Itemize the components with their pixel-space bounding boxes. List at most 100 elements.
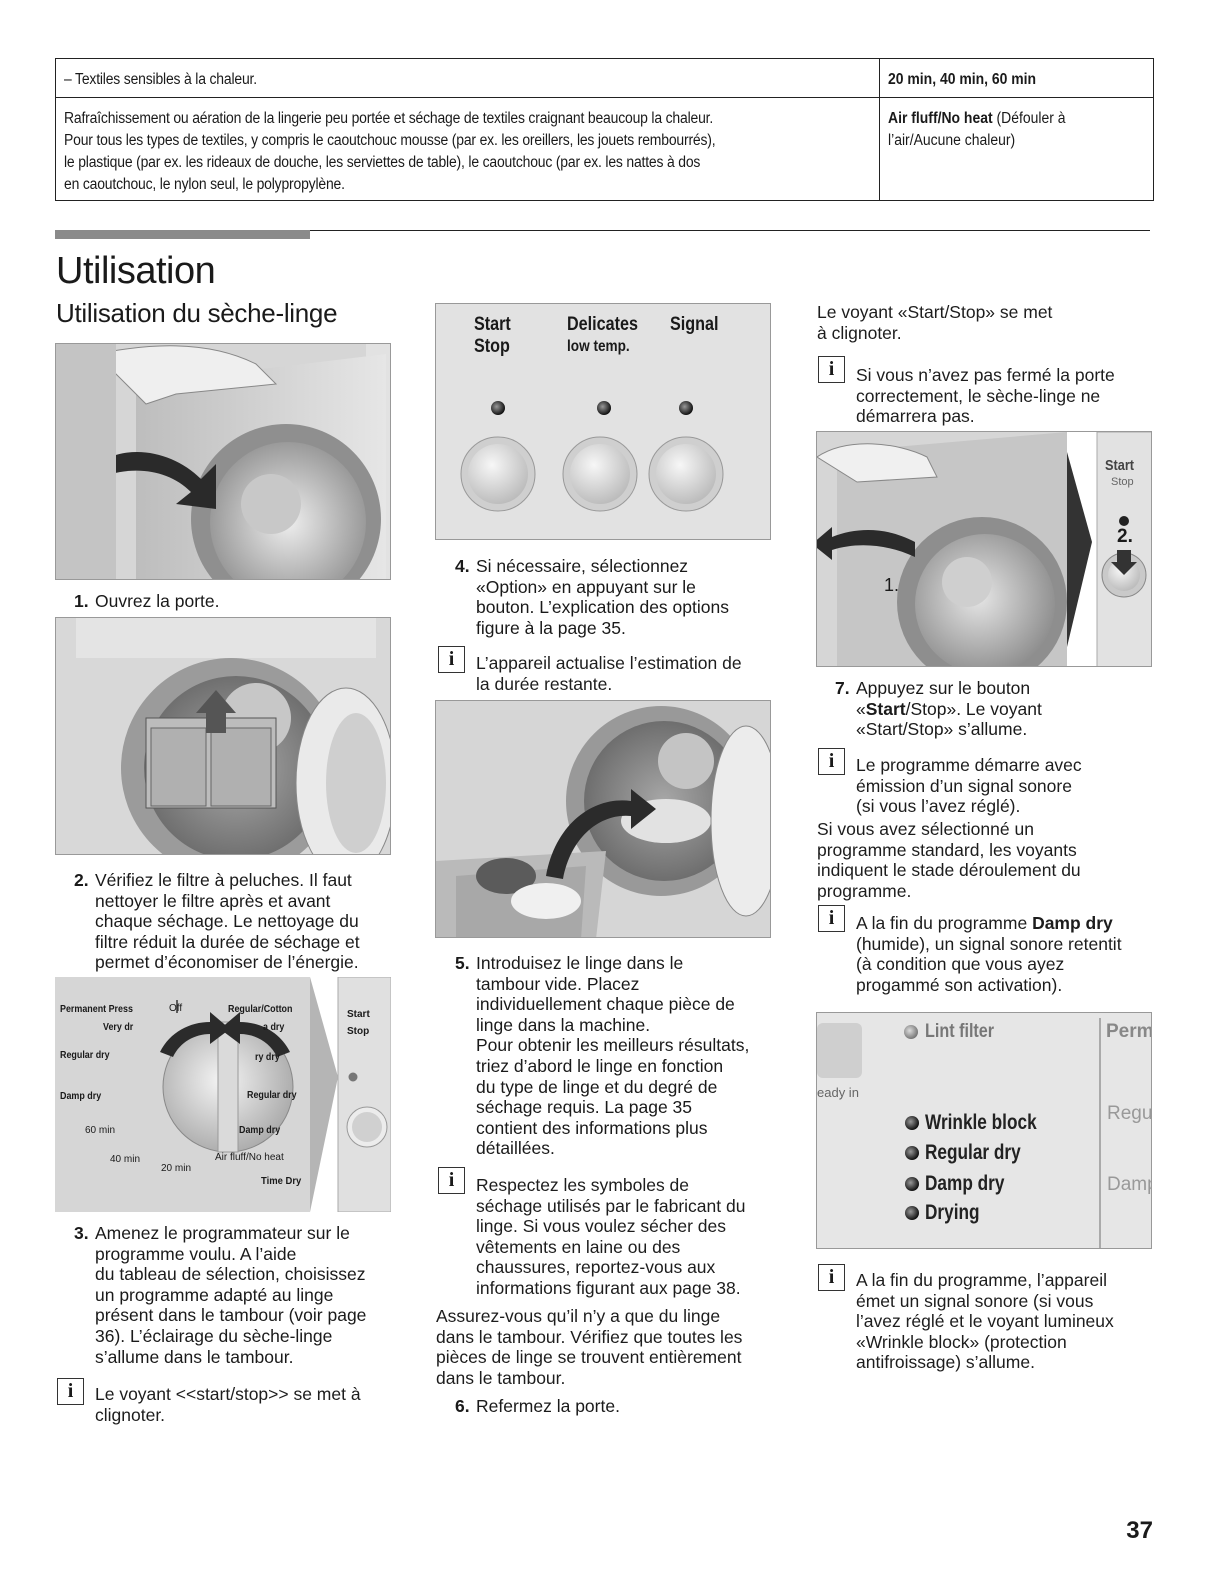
panel-label-start-stop: Start Stop [474, 314, 511, 358]
figure-programme-dial: Permanent Press Off Regular/Cotton Very … [55, 977, 391, 1212]
para-line: programme standard, les voyants [817, 839, 1077, 860]
open-door-illustration [56, 344, 390, 579]
display-perm: Perm [1106, 1021, 1152, 1042]
dial-label-40min: 40 min [110, 1154, 141, 1165]
dial-label-regular-cotton: Regular/Cotton [228, 1003, 293, 1015]
step-7: 7. Appuyez sur le bouton «Start/Stop». L… [835, 678, 1042, 740]
text-fragment: « [856, 698, 866, 719]
row2-desc-line: le plastique (par ex. les rideaux de dou… [64, 154, 701, 171]
dial-label-permanent-press: Permanent Press [60, 1003, 133, 1015]
info-text-line: progammé son activation). [856, 974, 1063, 995]
step-text-line: un programme adapté au linge [95, 1284, 334, 1305]
control-panel-illustration [436, 304, 770, 539]
para-line: Si vous avez sélectionné un [817, 819, 1034, 839]
fig-label-step-1: 1. [884, 575, 900, 595]
dial-label-time-dry: Time Dry [261, 1175, 302, 1187]
info-icon: i [818, 748, 845, 775]
info-note: A la fin du programme Damp dry (humide),… [856, 913, 1122, 995]
para-line: indiquent le stade déroulement du [817, 860, 1081, 881]
fig-label-stop: Stop [1111, 476, 1134, 488]
para-line: Assurez-vous qu’il n’y a que du linge [436, 1306, 721, 1326]
step-text-line: permet d’économiser de l’énergie. [95, 952, 359, 973]
table-cell-value: 20 min, 40 min, 60 min [879, 59, 1153, 97]
panel-delicates: Delicates [567, 314, 638, 335]
info-icon: i [818, 1264, 845, 1291]
info-icon: i [57, 1378, 84, 1405]
step-text-line: nettoyer le filtre après et avant [95, 890, 331, 911]
dial-label-air-fluff: Air fluff/No heat [215, 1152, 284, 1163]
para-line: Le voyant «Start/Stop» se met [817, 302, 1053, 322]
step-3: 3. Amenez le programmateur sur le progra… [74, 1223, 367, 1367]
display-regul: Regul [1107, 1103, 1152, 1124]
fig-label-step-2: 2. [1117, 526, 1133, 547]
step-number: 1. [74, 591, 89, 611]
dial-label-regular-dry-left: Regular dry [60, 1049, 110, 1061]
figure-open-door [55, 343, 391, 580]
info-text-line: linge. Si vous voulez sécher des [476, 1216, 726, 1237]
table-cell-value: Air fluff/No heat (Défouler à l’air/Aucu… [879, 98, 1153, 200]
step-number: 2. [74, 870, 89, 890]
step-text-line: tambour vide. Placez [476, 973, 640, 994]
fig-label-start: Start [1105, 457, 1135, 474]
para-line: dans le tambour. Vérifiez que toutes les [436, 1326, 743, 1347]
display-illustration [817, 1013, 1151, 1248]
display-regular-dry: Regular dry [925, 1141, 1021, 1164]
dial-label-20min: 20 min [161, 1163, 192, 1174]
step-text-line: linge dans la machine. [476, 1014, 651, 1035]
panel-low-temp: low temp. [567, 338, 630, 355]
panel-label-signal: Signal [670, 314, 719, 335]
step-text-line: Introduisez le linge dans le [476, 953, 684, 973]
info-text-line: l’avez réglé et le voyant lumineux [856, 1311, 1114, 1332]
step-text-line: du tableau de sélection, choisissez [95, 1264, 366, 1285]
info-note: Le voyant <<start/stop>> se met à cligno… [95, 1384, 361, 1425]
info-text-line: Si vous n’avez pas fermé la porte [856, 365, 1115, 385]
step-text-line: détaillées. [476, 1138, 555, 1159]
dial-label-very-dry-right: ry dry [255, 1051, 280, 1063]
section-rule-thick [55, 230, 310, 239]
info-text-line: la durée restante. [476, 673, 613, 694]
info-icon: i [818, 905, 845, 932]
text-fragment: A la fin du programme [856, 913, 1033, 933]
info-text-line: (si vous l’avez réglé). [856, 796, 1021, 817]
dial-label-off: Off [169, 1003, 183, 1014]
step-text-line: présent dans le tambour (voir page [95, 1305, 367, 1326]
step-text-line: s’allume dans le tambour. [95, 1346, 294, 1367]
info-note: Si vous n’avez pas fermé la porte correc… [856, 365, 1115, 427]
row2-value-rest: (Défouler à [992, 110, 1066, 127]
info-text-line: (humide), un signal sonore retentit [856, 933, 1122, 954]
info-text-line: Le voyant <<start/stop>> se met à [95, 1384, 361, 1404]
figure-load-laundry [435, 700, 771, 938]
info-text-line: Le programme démarre avec [856, 755, 1082, 775]
step-text-line: «Start/Stop». Le voyant [856, 699, 1042, 720]
display-damp-dry: Damp dry [925, 1172, 1005, 1195]
info-text-line: L’appareil actualise l’estimation de [476, 653, 742, 673]
step-5: 5. Introduisez le linge dans le tambour … [455, 953, 750, 1159]
info-text-line: antifroissage) s’allume. [856, 1352, 1035, 1373]
info-text-line: Respectez les symboles de [476, 1175, 690, 1195]
table-cell-description: Rafraîchissement ou aération de la linge… [56, 98, 879, 200]
step-text-line: Pour obtenir les meilleurs résultats, [476, 1035, 750, 1056]
figure-control-panel: Start Stop Delicates low temp. Signal [435, 303, 771, 540]
lint-filter-illustration [56, 618, 390, 854]
panel-label-delicates: Delicates low temp. [567, 314, 638, 358]
row2-desc-line: en caoutchouc, le nylon seul, le polypro… [64, 176, 345, 193]
paragraph: Assurez-vous qu’il n’y a que du linge da… [436, 1306, 742, 1388]
row1-value: 20 min, 40 min, 60 min [888, 71, 1037, 88]
info-note: Respectez les symboles de séchage utilis… [476, 1175, 745, 1299]
info-text-line: émet un signal sonore (si vous [856, 1290, 1094, 1311]
step-text-line: individuellement chaque pièce de [476, 994, 735, 1015]
info-note: L’appareil actualise l’estimation de la … [476, 653, 742, 694]
info-icon: i [438, 1167, 465, 1194]
step-text-line: filtre réduit la durée de séchage et [95, 931, 360, 952]
row2-desc-line: Pour tous les types de textiles, y compr… [64, 132, 716, 149]
row2-value-rest: l’air/Aucune chaleur) [888, 132, 1016, 149]
info-text-line: A la fin du programme Damp dry [856, 913, 1122, 934]
step-text-line: programme voulu. A l’aide [95, 1243, 297, 1264]
info-text-line: correctement, le sèche-linge ne [856, 385, 1101, 406]
text-bold: Damp dry [1032, 913, 1113, 933]
info-text-line: démarrera pas. [856, 406, 975, 427]
figure-display-status: Lint filter Perm eady in Wrinkle block R… [816, 1012, 1152, 1249]
step-number: 3. [74, 1223, 89, 1243]
step-2: 2. Vérifiez le filtre à peluches. Il fau… [74, 870, 360, 973]
info-text-line: (à condition que vous ayez [856, 954, 1065, 975]
